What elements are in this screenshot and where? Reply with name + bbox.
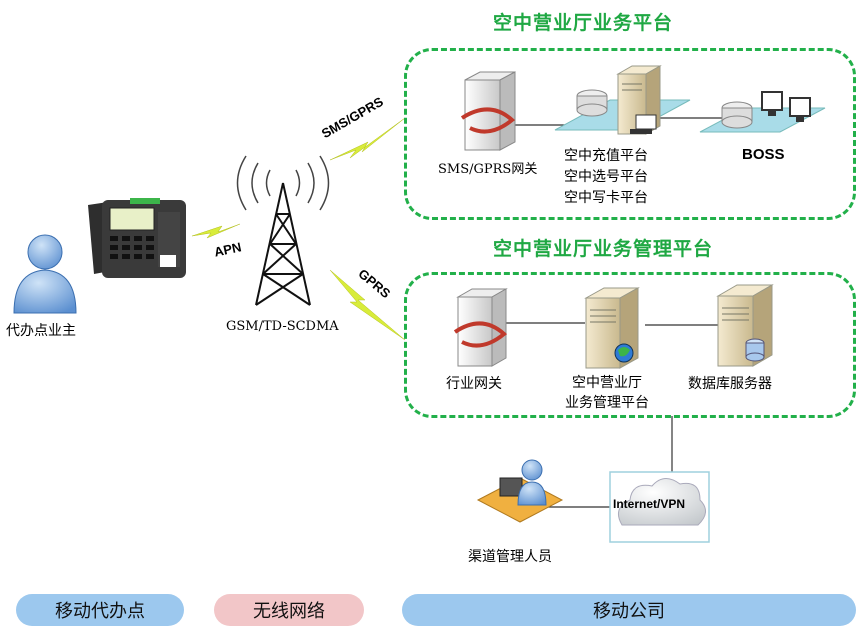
mgmt-platform-box: [404, 272, 856, 418]
number-select-label: 空中选号平台: [564, 169, 648, 185]
boss-server-icon: [721, 91, 811, 129]
wireless-network-pill: 无线网络: [214, 594, 364, 626]
mobile-company-pill: 移动公司: [402, 594, 856, 626]
recharge-platform-labels: 空中充值平台 空中选号平台 空中写卡平台: [564, 146, 648, 209]
desk-phone-icon: [88, 198, 186, 278]
channel-staff-label: 渠道管理人员: [468, 549, 552, 565]
staff-workstation-icon: [476, 459, 564, 523]
mobile-agent-pill: 移动代办点: [16, 594, 184, 626]
top-platform-title: 空中营业厅业务平台: [493, 12, 674, 34]
mgmt-server-labels: 空中营业厅 业务管理平台: [565, 373, 649, 413]
industry-gateway-label: 行业网关: [446, 376, 502, 392]
top-platform-box: [404, 48, 856, 220]
tower-label: GSM/TD-SCDMA: [226, 319, 339, 334]
lightning-apn-icon: [191, 223, 241, 239]
card-write-label: 空中写卡平台: [564, 190, 648, 206]
cloud-icon: [609, 471, 710, 543]
owner-label: 代办点业主: [6, 323, 76, 339]
mgmt-platform-title: 空中营业厅业务管理平台: [493, 238, 714, 260]
person-icon: [13, 234, 77, 314]
database-server-label: 数据库服务器: [688, 376, 772, 392]
mgmt-server-icon: [584, 287, 640, 369]
cell-tower-icon: [255, 182, 311, 306]
industry-gateway-icon: [453, 288, 508, 367]
mgmt-server-label-line2: 业务管理平台: [565, 395, 649, 411]
mgmt-connection-lines: [505, 322, 718, 508]
internet-vpn-label: Internet/VPN: [613, 497, 686, 511]
mgmt-server-label-line1: 空中营业厅: [572, 375, 642, 391]
database-server-icon: [716, 284, 774, 367]
signal-waves-icon: [236, 155, 330, 211]
boss-label: BOSS: [742, 146, 785, 163]
recharge-server-icon: [576, 65, 662, 135]
sms-gateway-label: SMS/GPRS网关: [438, 162, 538, 177]
recharge-label: 空中充值平台: [564, 148, 648, 164]
sms-gateway-icon: [460, 71, 516, 151]
